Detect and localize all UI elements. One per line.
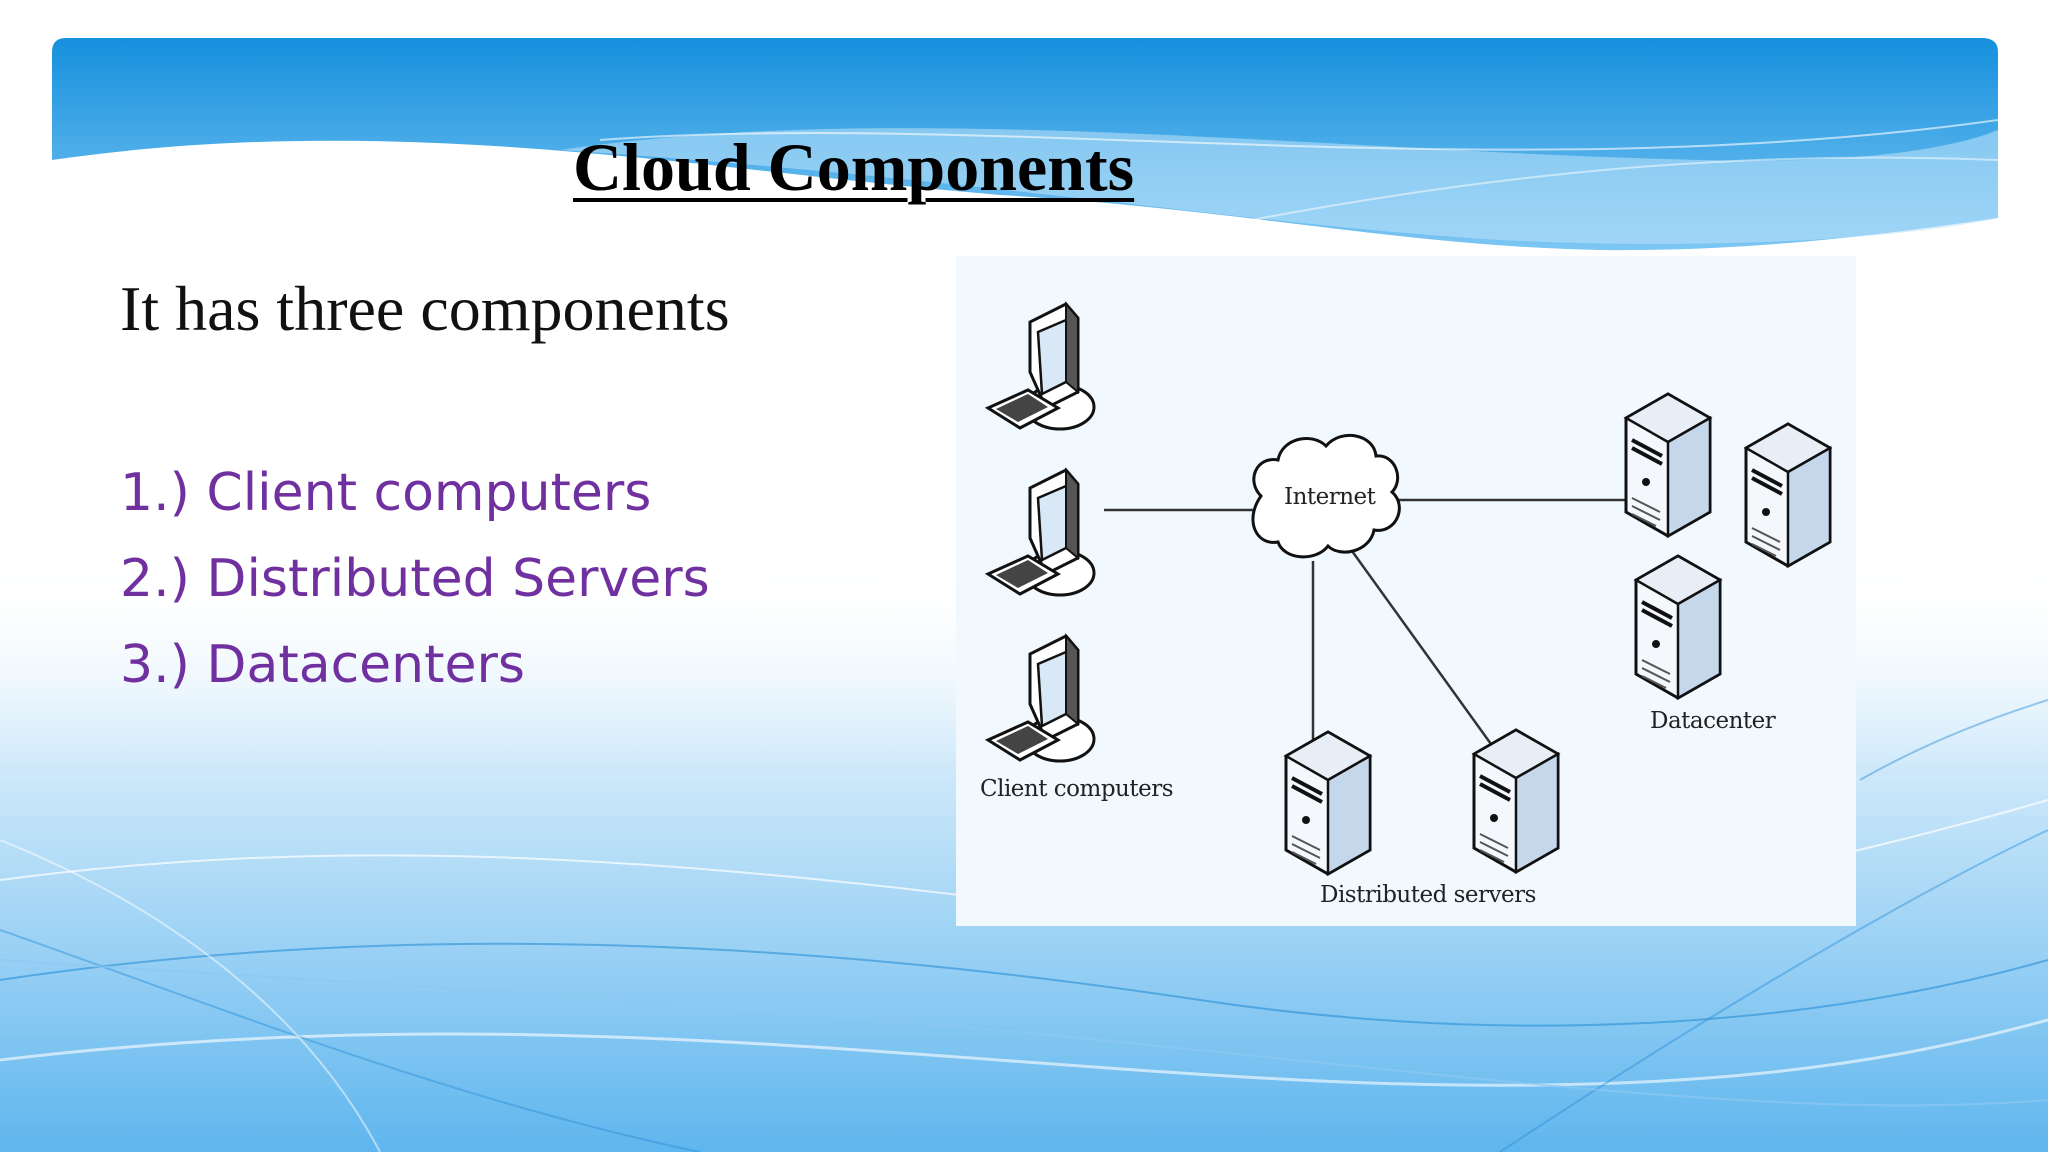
datacenter-server-icon xyxy=(1744,422,1832,568)
wave-line xyxy=(0,942,2048,1027)
wave-line xyxy=(0,929,701,1152)
internet-cloud-icon xyxy=(1251,434,1401,559)
client-computers-label: Client computers xyxy=(980,776,1174,802)
distributed-server-icon xyxy=(1472,728,1560,874)
internet-label: Internet xyxy=(1284,484,1376,510)
wave-line xyxy=(0,959,2048,1107)
datacenter-server-icon xyxy=(1624,392,1712,538)
wave-line xyxy=(0,1018,2048,1087)
client-computer-icon xyxy=(986,468,1096,597)
wave-line xyxy=(0,839,381,1152)
connection-lines xyxy=(1104,498,1631,771)
banner-swoosh xyxy=(560,128,1998,244)
datacenter-server-icon xyxy=(1634,554,1722,700)
component-list: 1.) Client computers 2.) Distributed Ser… xyxy=(120,460,710,718)
wave-line xyxy=(1859,699,2048,781)
list-item: 3.) Datacenters xyxy=(120,635,525,695)
cloud-diagram: Internet Client computers Datacenter Dis… xyxy=(956,256,1856,926)
list-item: 2.) Distributed Servers xyxy=(120,549,710,609)
slide-subtitle: It has three components xyxy=(120,273,730,344)
datacenter-label: Datacenter xyxy=(1650,708,1776,734)
wave-line xyxy=(1499,829,2048,1152)
list-item: 1.) Client computers xyxy=(120,463,652,523)
slide-title: Cloud Components xyxy=(573,129,1135,205)
banner-line xyxy=(599,119,1999,151)
client-computer-icon xyxy=(986,302,1096,431)
distributed-server-icon xyxy=(1284,730,1372,876)
banner-line xyxy=(1199,156,1999,231)
distributed-servers-label: Distributed servers xyxy=(1320,882,1536,908)
client-computer-icon xyxy=(986,634,1096,763)
